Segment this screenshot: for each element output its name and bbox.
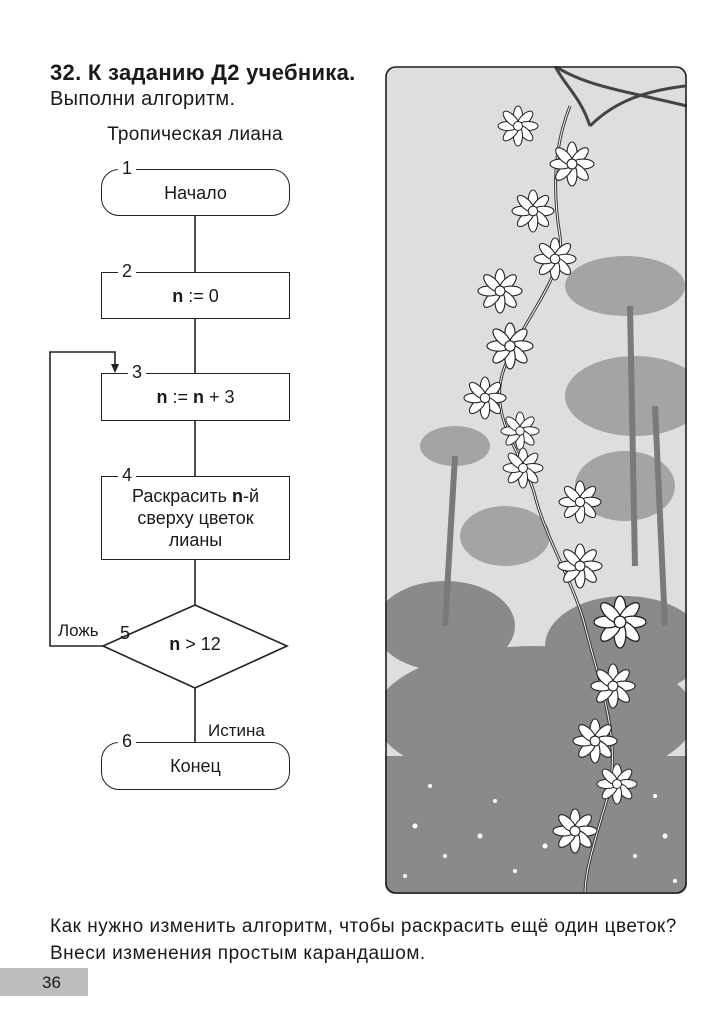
vine-flower <box>463 376 507 420</box>
vine-flower <box>533 237 577 281</box>
false-branch-label: Ложь <box>58 621 99 640</box>
vine-flower <box>549 141 595 187</box>
true-branch-label: Истина <box>208 721 265 740</box>
start-label: Начало <box>164 182 227 203</box>
vine-flower <box>500 411 540 451</box>
var-n: n <box>169 634 181 654</box>
color-flower-block: Раскрасить n-й сверху цветок лианы <box>101 476 290 560</box>
task-instruction: Выполни алгоритм. <box>50 88 236 110</box>
assign-op: := <box>167 387 193 407</box>
vine-flower <box>477 268 523 314</box>
vine-flower <box>486 322 534 370</box>
end-label: Конец <box>170 756 221 776</box>
block-number-1: 1 <box>118 159 137 177</box>
block-number-6: 6 <box>118 732 137 750</box>
decision-diamond <box>101 604 289 689</box>
vine-flower <box>593 595 647 649</box>
var-n: n <box>156 387 168 407</box>
end-block: Конец <box>101 742 290 790</box>
color-text-pre: Раскрасить <box>131 486 232 506</box>
plus-three-text: + 3 <box>203 387 235 407</box>
color-text-line3: лианы <box>168 530 223 550</box>
vine-flower <box>511 189 555 233</box>
loop-back-connector <box>49 351 116 647</box>
decision-condition: n > 12 <box>103 634 287 655</box>
task-title: 32. К заданию Д2 учебника. <box>50 60 356 85</box>
block-number-5: 5 <box>120 623 131 643</box>
var-n: n <box>192 387 204 407</box>
assign-zero-text: := 0 <box>183 285 219 306</box>
block-number-4: 4 <box>118 466 137 484</box>
var-n: n <box>172 285 184 306</box>
tropical-vine-illustration <box>385 66 687 894</box>
vine-flower <box>497 105 539 147</box>
vine-flower <box>558 480 602 524</box>
condition-text: > 12 <box>180 634 221 654</box>
vine-flower <box>502 447 544 489</box>
color-text-line2: сверху цветок <box>137 508 254 528</box>
block-number-3: 3 <box>128 363 147 381</box>
flowchart-title: Тропическая лиана <box>107 124 283 145</box>
vine-flower <box>572 718 618 764</box>
var-n: n <box>231 486 243 506</box>
color-text-post: -й <box>242 486 260 506</box>
page-number-bar <box>0 968 88 996</box>
vine-flower <box>596 763 638 805</box>
increment-n-block: n := n + 3 <box>101 373 290 421</box>
block-number-2: 2 <box>118 262 137 280</box>
page-number: 36 <box>42 973 61 992</box>
vine-flower <box>552 808 598 854</box>
vine-flower <box>590 663 636 709</box>
loop-arrow-head <box>111 364 119 373</box>
vine-flower <box>557 543 603 589</box>
question-text: Как нужно изменить алгоритм, чтобы раскр… <box>50 916 677 964</box>
